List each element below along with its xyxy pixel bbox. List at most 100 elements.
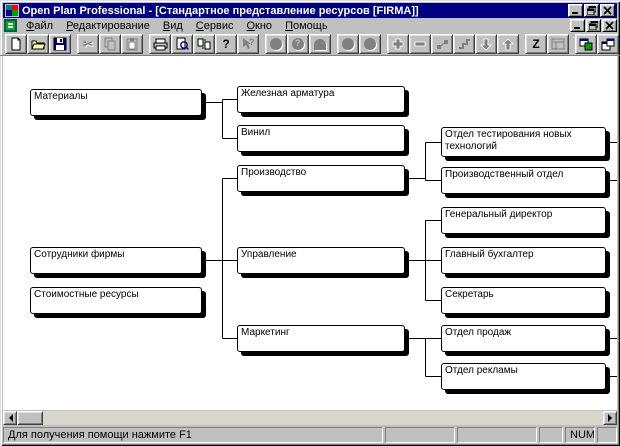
node-circle-3-button[interactable] xyxy=(359,34,381,54)
node-production-department[interactable]: Производственный отдел xyxy=(441,167,606,194)
save-button[interactable] xyxy=(49,34,71,54)
menu-help[interactable]: Помощь xyxy=(285,19,328,32)
toolbar: ✂ ? ? xyxy=(0,34,620,56)
new-document-icon xyxy=(11,37,21,51)
node-iron-fittings[interactable]: Железная арматура xyxy=(237,86,405,113)
node-vinyl[interactable]: Винил xyxy=(237,125,405,152)
menu-edit[interactable]: Редактирование xyxy=(66,19,150,32)
app-icon xyxy=(5,4,19,17)
node-circle-2-button[interactable] xyxy=(337,34,359,54)
node-label: Производство xyxy=(241,167,307,178)
scrollbar-track[interactable] xyxy=(43,411,603,425)
menu-service[interactable]: Сервис xyxy=(195,19,234,32)
menu-window[interactable]: Окно xyxy=(246,19,273,32)
cut-scissors-icon: ✂ xyxy=(82,37,94,51)
document-icon[interactable] xyxy=(4,19,17,32)
window-cascade-button[interactable] xyxy=(597,34,619,54)
mdi-close-button[interactable] xyxy=(602,19,617,32)
node-label: Стоимостные ресурсы xyxy=(34,289,139,300)
copy-icon xyxy=(104,37,116,51)
mdi-minimize-icon xyxy=(574,27,580,29)
paste-button[interactable] xyxy=(121,34,143,54)
menu-file[interactable]: Файл xyxy=(26,19,54,32)
up-arrow-icon xyxy=(502,37,514,50)
node-testing-department[interactable]: Отдел тестирования новых технологий xyxy=(441,127,606,157)
minimize-button[interactable] xyxy=(568,4,583,17)
status-pane-1 xyxy=(385,427,455,443)
minus-icon xyxy=(414,41,426,47)
copy-button[interactable] xyxy=(99,34,121,54)
node-production[interactable]: Производство xyxy=(237,165,405,192)
down-arrow-icon xyxy=(480,38,492,51)
node-circle-button[interactable] xyxy=(265,34,287,54)
link-dots-icon xyxy=(436,39,448,49)
node-label: Железная арматура xyxy=(241,88,335,99)
link-button[interactable] xyxy=(431,34,453,54)
help-button[interactable]: ? xyxy=(215,34,237,54)
step-link-icon xyxy=(458,38,470,49)
node-arch-button[interactable] xyxy=(309,34,331,54)
node-marketing[interactable]: Маркетинг xyxy=(237,325,405,352)
node-management[interactable]: Управление xyxy=(237,247,405,274)
paste-clipboard-icon xyxy=(126,38,138,51)
mdi-close-icon xyxy=(605,21,614,30)
menu-view[interactable]: Вид xyxy=(162,19,183,32)
status-pane-4 xyxy=(597,427,617,443)
status-pane-3 xyxy=(539,427,563,443)
node-label: Винил xyxy=(241,127,271,138)
resource-diagram: Материалы Сотрудники фирмы Стоимостные р… xyxy=(3,56,617,410)
node-label: Управление xyxy=(241,249,297,260)
cut-button[interactable]: ✂ xyxy=(77,34,99,54)
node-chief-accountant[interactable]: Главный бухгалтер xyxy=(441,247,606,274)
restore-button[interactable] xyxy=(584,4,599,17)
node-label: Отдел тестирования новых технологий xyxy=(445,129,572,152)
node-label: Маркетинг xyxy=(241,327,290,338)
circle-node-3-icon xyxy=(364,38,376,50)
move-up-button[interactable] xyxy=(497,34,519,54)
status-pane-2 xyxy=(457,427,537,443)
remove-button[interactable] xyxy=(409,34,431,54)
restore-icon xyxy=(587,6,596,15)
node-circle-help-button[interactable]: ? xyxy=(287,34,309,54)
mdi-restore-button[interactable] xyxy=(586,19,601,32)
node-cost-resources[interactable]: Стоимостные ресурсы xyxy=(30,287,202,314)
connector-lines xyxy=(202,99,617,377)
move-down-button[interactable] xyxy=(475,34,497,54)
step-link-button[interactable] xyxy=(453,34,475,54)
svg-text:?: ? xyxy=(249,37,255,47)
scroll-left-button[interactable] xyxy=(3,411,17,425)
close-button[interactable] xyxy=(600,4,615,17)
node-label: Материалы xyxy=(34,91,88,102)
help-icon: ? xyxy=(222,37,230,51)
scroll-right-button[interactable] xyxy=(603,411,617,425)
node-general-director[interactable]: Генеральный директор xyxy=(441,207,606,234)
node-advertising-department[interactable]: Отдел рекламы xyxy=(441,363,606,390)
close-icon xyxy=(603,6,612,15)
mdi-minimize-button[interactable] xyxy=(570,19,585,32)
management-connectors xyxy=(405,220,441,301)
zigzag-icon: Z xyxy=(532,37,540,51)
context-help-icon: ? xyxy=(243,37,255,49)
node-staff[interactable]: Сотрудники фирмы xyxy=(30,247,202,274)
add-button[interactable] xyxy=(387,34,409,54)
print-button[interactable] xyxy=(149,34,171,54)
print-preview-button[interactable] xyxy=(171,34,193,54)
node-secretary[interactable]: Секретарь xyxy=(441,287,606,314)
node-sales-department[interactable]: Отдел продаж xyxy=(441,325,606,352)
scrollbar-thumb[interactable] xyxy=(17,411,43,425)
new-button[interactable] xyxy=(5,34,27,54)
context-help-button[interactable]: ? xyxy=(237,34,259,54)
mdi-restore-icon xyxy=(589,21,598,30)
window-title: Open Plan Professional - [Стандартное пр… xyxy=(22,4,419,17)
window-tile-button[interactable] xyxy=(575,34,597,54)
node-label: Главный бухгалтер xyxy=(445,249,534,260)
horizontal-scrollbar[interactable] xyxy=(3,411,617,425)
open-folder-icon xyxy=(30,40,46,49)
node-materials[interactable]: Материалы xyxy=(30,89,202,116)
exchange-button[interactable] xyxy=(193,34,215,54)
open-button[interactable] xyxy=(27,34,49,54)
window-tile-icon xyxy=(579,38,593,50)
layout-button[interactable] xyxy=(547,34,569,54)
zigzag-button[interactable]: Z xyxy=(525,34,547,54)
